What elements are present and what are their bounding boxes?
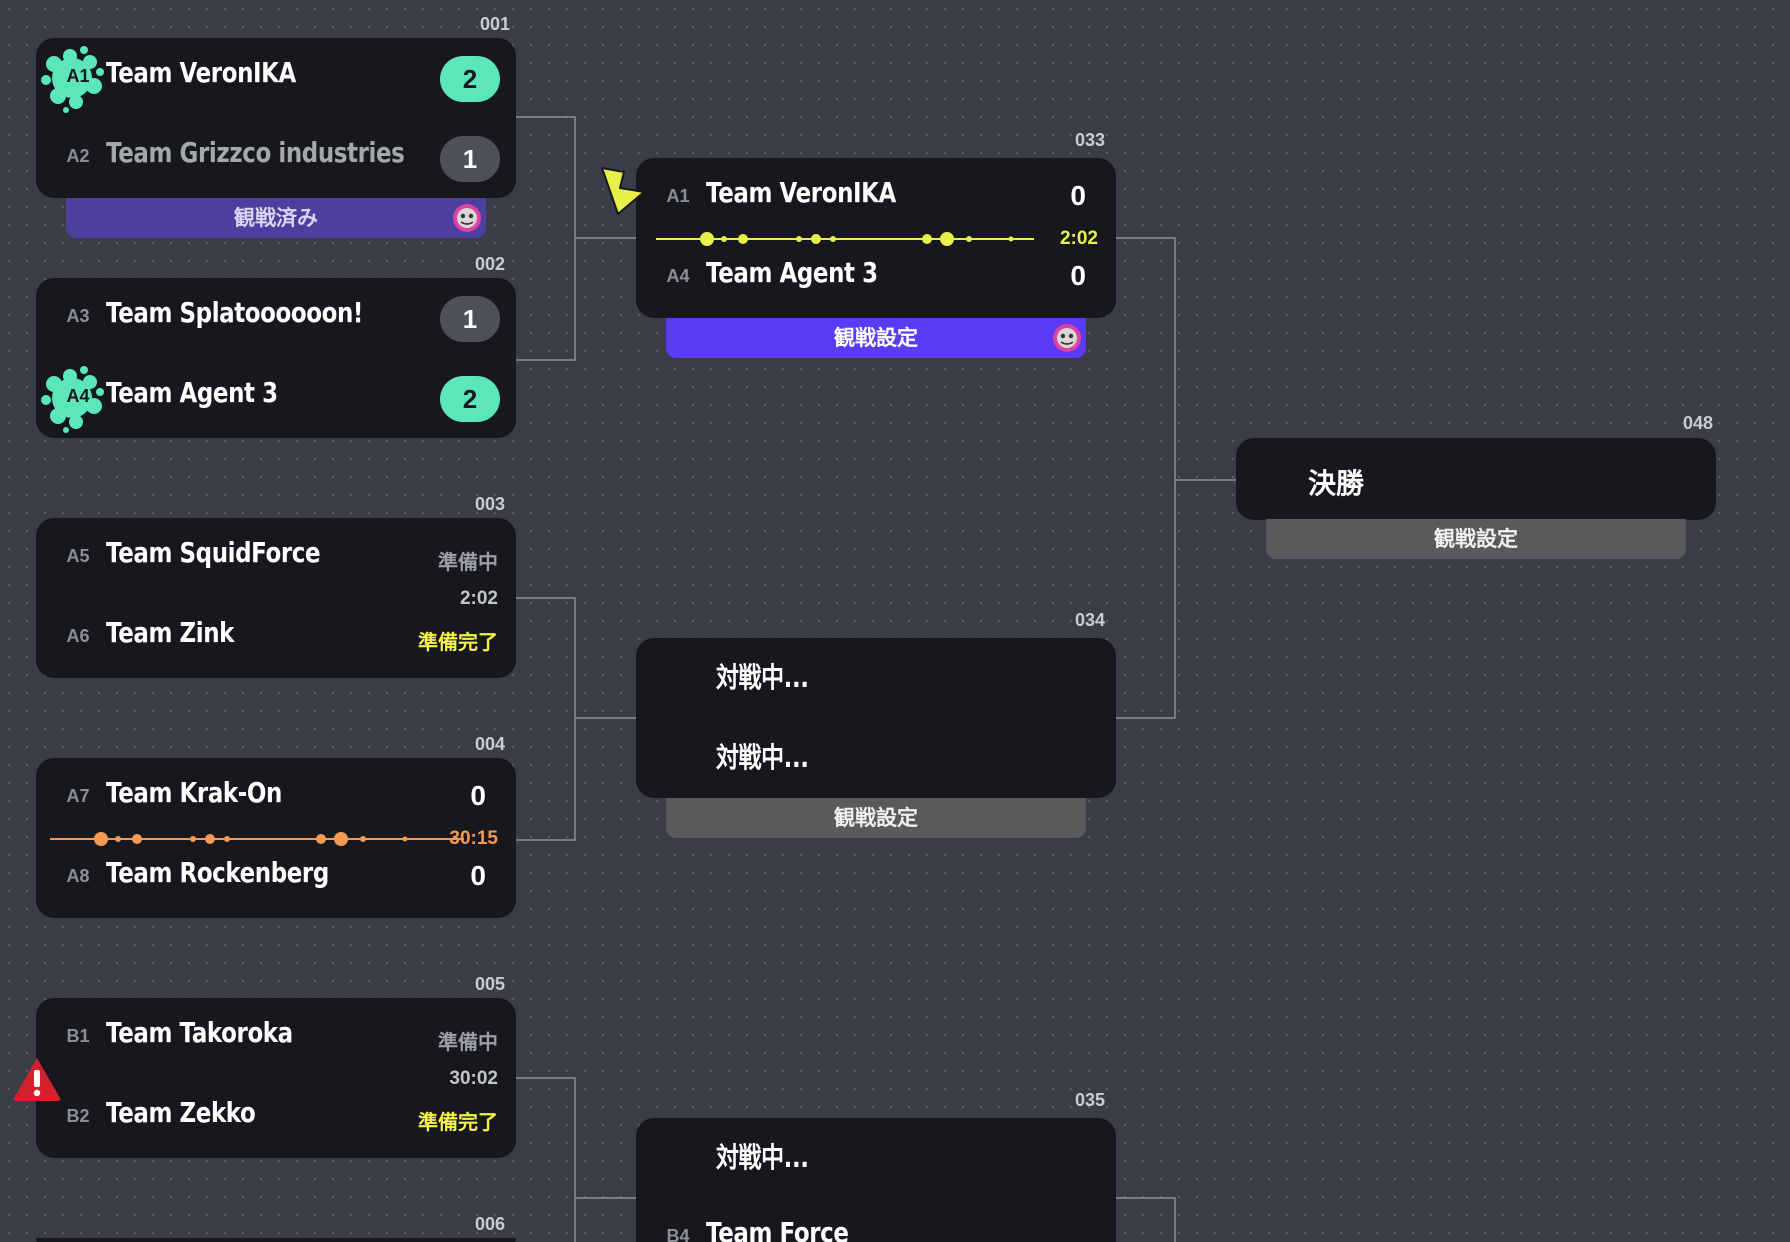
match-card-004[interactable]: A7 Team Krak-On 0 30:15 A8 Team Rockenb [36,758,516,918]
match-number-006: 006 [474,1214,505,1234]
score-badge: 2 [440,56,500,102]
match-timer: 30:15 [449,828,498,849]
final-title: 決勝 [1308,467,1365,500]
match-timer: 30:02 [449,1068,498,1089]
match-progress-track [656,232,1034,246]
match-number-003: 003 [474,494,505,514]
match-number-033: 033 [1074,130,1105,150]
spectate-button-034[interactable]: 観戦設定 [666,798,1086,838]
spectate-button-001[interactable]: 観戦済み [66,198,486,238]
match-002-top-slot: A3 Team Splatoooooon! 1 [36,278,516,358]
match-card-048[interactable]: 決勝 [1236,438,1716,520]
seed-label: A8 [66,866,90,886]
spectate-button-048[interactable]: 観戦設定 [1266,519,1686,559]
spectate-label: 観戦設定 [834,806,918,830]
match-card-033[interactable]: A1 Team VeronIKA 0 2:02 A4 Team Agent 3 [636,158,1116,318]
match-number-001: 001 [479,14,510,34]
status-text: 準備完了 [418,1110,498,1134]
match-033-bottom-slot: A4 Team Agent 3 0 [636,238,1116,318]
spectator-avatar-icon [453,204,481,232]
score-value: 0 [470,860,486,891]
match-035-top-slot: 対戦中... [636,1118,1116,1198]
team-name: Team Zekko [106,1096,256,1129]
match-timer: 2:02 [1059,228,1098,249]
match-003-top-slot: A5 Team SquidForce 準備中 [36,518,516,598]
match-004-bottom-slot: A8 Team Rockenberg 0 [36,838,516,918]
team-name: Team Splatoooooon! [106,296,363,329]
match-card-001[interactable]: A1 Team VeronIKA 2 A2 Team Grizzco indus… [36,38,516,198]
spectate-label: 観戦済み [234,206,318,230]
match-001-bottom-slot: A2 Team Grizzco industries 1 [36,118,516,198]
ink-splat-icon [41,46,104,113]
team-name: Team Zink [106,616,235,649]
match-033-top-slot: A1 Team VeronIKA 0 [636,158,1116,238]
match-timer: 2:02 [459,588,498,609]
team-name: Team Rockenberg [106,856,329,889]
match-card-003[interactable]: A5 Team SquidForce 準備中 2:02 A6 Team Zink… [36,518,516,678]
team-name: 対戦中... [716,661,809,694]
score-badge: 2 [440,376,500,422]
match-035-bottom-slot: B4 Team Force [636,1198,1116,1242]
team-name: Team Force [706,1216,849,1242]
match-number-004: 004 [474,734,505,754]
status-text: 準備中 [438,1030,498,1054]
seed-label: A1 [66,66,90,86]
score-value: 0 [1070,260,1086,291]
seed-label: B2 [66,1106,90,1126]
status-text: 準備完了 [418,630,498,654]
team-name: Team Krak-On [106,776,282,809]
seed-label: B1 [66,1026,90,1046]
spectate-label: 観戦設定 [1434,527,1518,551]
seed-label: A3 [66,306,90,326]
match-card-035[interactable]: 対戦中... B4 Team Force [636,1118,1116,1242]
score-badge: 1 [440,296,500,342]
match-card-002[interactable]: A3 Team Splatoooooon! 1 [36,278,516,438]
seed-label: A2 [66,146,90,166]
team-name: 対戦中... [716,1141,809,1174]
match-005-bottom-slot: B2 Team Zekko 準備完了 [36,1078,516,1158]
team-name: Team Agent 3 [706,256,878,289]
score-value: 0 [1070,180,1086,211]
seed-label: A5 [66,546,90,566]
seed-label: A4 [66,386,90,406]
team-name: Team Grizzco industries [106,136,405,169]
team-name: Team SquidForce [106,536,321,569]
spectate-button-033[interactable]: 観戦設定 [666,318,1086,358]
score-badge: 1 [440,136,500,182]
match-progress-track [50,832,464,846]
ink-splat-icon [41,366,104,433]
match-number-034: 034 [1074,610,1105,630]
team-name: Team VeronIKA [706,176,896,209]
pointer-arrow-icon [601,167,645,215]
seed-label: A4 [666,266,690,286]
match-number-005: 005 [474,974,505,994]
status-text: 準備中 [438,550,498,574]
team-name: 対戦中... [716,741,809,774]
warning-triangle-icon[interactable] [12,1056,62,1102]
match-001-top-slot: A1 Team VeronIKA 2 [36,38,516,118]
match-card-006[interactable] [36,1238,516,1242]
seed-label: A6 [66,626,90,646]
seed-label: A1 [666,186,690,206]
spectate-label: 観戦設定 [834,326,918,350]
match-002-bottom-slot: A4 Team Agent 3 2 [36,358,516,438]
match-card-005[interactable]: B1 Team Takoroka 準備中 30:02 B2 Team Zekko… [36,998,516,1158]
match-card-034[interactable]: 対戦中... 対戦中... [636,638,1116,798]
match-005-top-slot: B1 Team Takoroka 準備中 [36,998,516,1078]
seed-label: B4 [666,1226,690,1242]
match-number-002: 002 [474,254,505,274]
match-number-048: 048 [1682,413,1713,433]
team-name: Team VeronIKA [106,56,296,89]
match-003-bottom-slot: A6 Team Zink 準備完了 [36,598,516,678]
team-name: Team Agent 3 [106,376,278,409]
team-name: Team Takoroka [106,1016,293,1049]
spectator-avatar-icon [1053,324,1081,352]
seed-label: A7 [66,786,90,806]
match-number-035: 035 [1074,1090,1105,1110]
match-004-top-slot: A7 Team Krak-On 0 [36,758,516,838]
match-034-bottom-slot: 対戦中... [636,718,1116,798]
score-value: 0 [470,780,486,811]
match-034-top-slot: 対戦中... [636,638,1116,718]
